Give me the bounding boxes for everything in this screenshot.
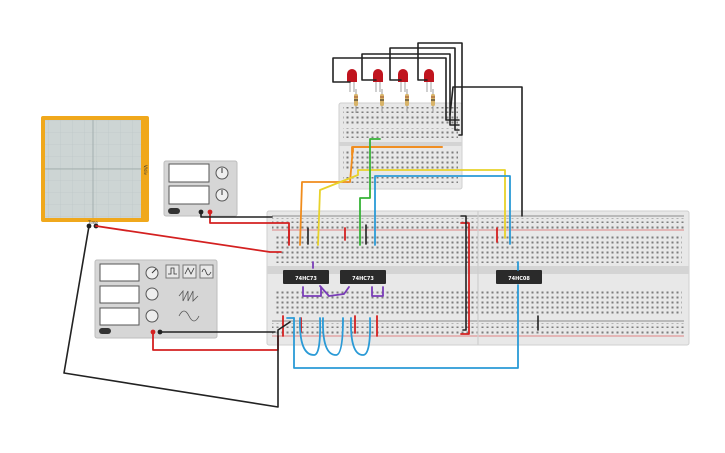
offset-knob[interactable] (145, 309, 159, 323)
oscilloscope-time-label: Time (87, 220, 98, 225)
chip-1-label: 74HC73 (295, 276, 317, 282)
led-3[interactable] (398, 69, 408, 92)
triangle-wave-icon (184, 267, 195, 275)
resistor-3[interactable] (405, 89, 409, 113)
chip-74hc08[interactable]: 74HC08 (496, 270, 542, 284)
breadboard-top[interactable] (338, 102, 463, 190)
chip-2-label: 74HC73 (352, 276, 374, 282)
wire-black-led-3[interactable] (389, 47, 460, 131)
wire-blue-top[interactable] (374, 175, 511, 246)
triangle-preview-icon (178, 289, 199, 302)
square-wave-icon (168, 267, 177, 275)
led-2[interactable] (373, 69, 383, 92)
wires[interactable] (63, 42, 539, 408)
function-generator[interactable] (94, 259, 218, 339)
wire-black-led-2[interactable] (361, 53, 460, 126)
chip-3-label: 74HC08 (508, 276, 530, 282)
breadboard-main[interactable] (266, 210, 690, 346)
sine-wave-icon (201, 268, 212, 276)
sine-wave-button[interactable] (199, 264, 214, 279)
wire-purple-2[interactable] (302, 286, 322, 297)
square-wave-button[interactable] (165, 264, 180, 279)
led-4[interactable] (424, 69, 434, 92)
function-generator-switch[interactable] (99, 328, 111, 334)
power-supply-switch[interactable] (168, 208, 180, 214)
power-supply[interactable] (163, 160, 238, 217)
wire-orange-top[interactable] (351, 146, 443, 156)
wire-green[interactable] (359, 138, 381, 246)
wire-blue-loop-3[interactable] (350, 317, 372, 356)
wire-red-bridge[interactable] (460, 222, 470, 335)
wire-purple-4[interactable] (371, 286, 384, 297)
wire-black-bridge[interactable] (460, 215, 467, 331)
wire-blue-long[interactable] (293, 284, 519, 369)
resistor-4[interactable] (431, 89, 435, 113)
chip-74hc73-b[interactable]: 74HC73 (340, 270, 386, 284)
resistor-1[interactable] (354, 89, 358, 113)
wire-blue-loop-1[interactable] (299, 317, 322, 356)
resistor-2[interactable] (380, 89, 384, 113)
wire-purple-3[interactable] (319, 285, 350, 297)
chip-74hc73-a[interactable]: 74HC73 (283, 270, 329, 284)
wire-black-scope[interactable] (63, 225, 291, 408)
wire-yellow[interactable] (317, 169, 506, 246)
wire-red-scope[interactable] (95, 225, 282, 253)
wire-blue-loop-2[interactable] (322, 317, 344, 356)
wire-black-top-board[interactable] (449, 86, 523, 217)
amplitude-knob[interactable] (145, 287, 159, 301)
wire-black-psu[interactable] (200, 211, 273, 218)
sine-preview-icon (178, 310, 200, 322)
led-array[interactable] (347, 69, 435, 113)
oscilloscope-vdiv-label: V/div (143, 165, 148, 176)
led-1[interactable] (347, 69, 357, 92)
wire-black-led-4[interactable] (417, 42, 463, 136)
oscilloscope[interactable]: V/div Time (41, 116, 149, 229)
